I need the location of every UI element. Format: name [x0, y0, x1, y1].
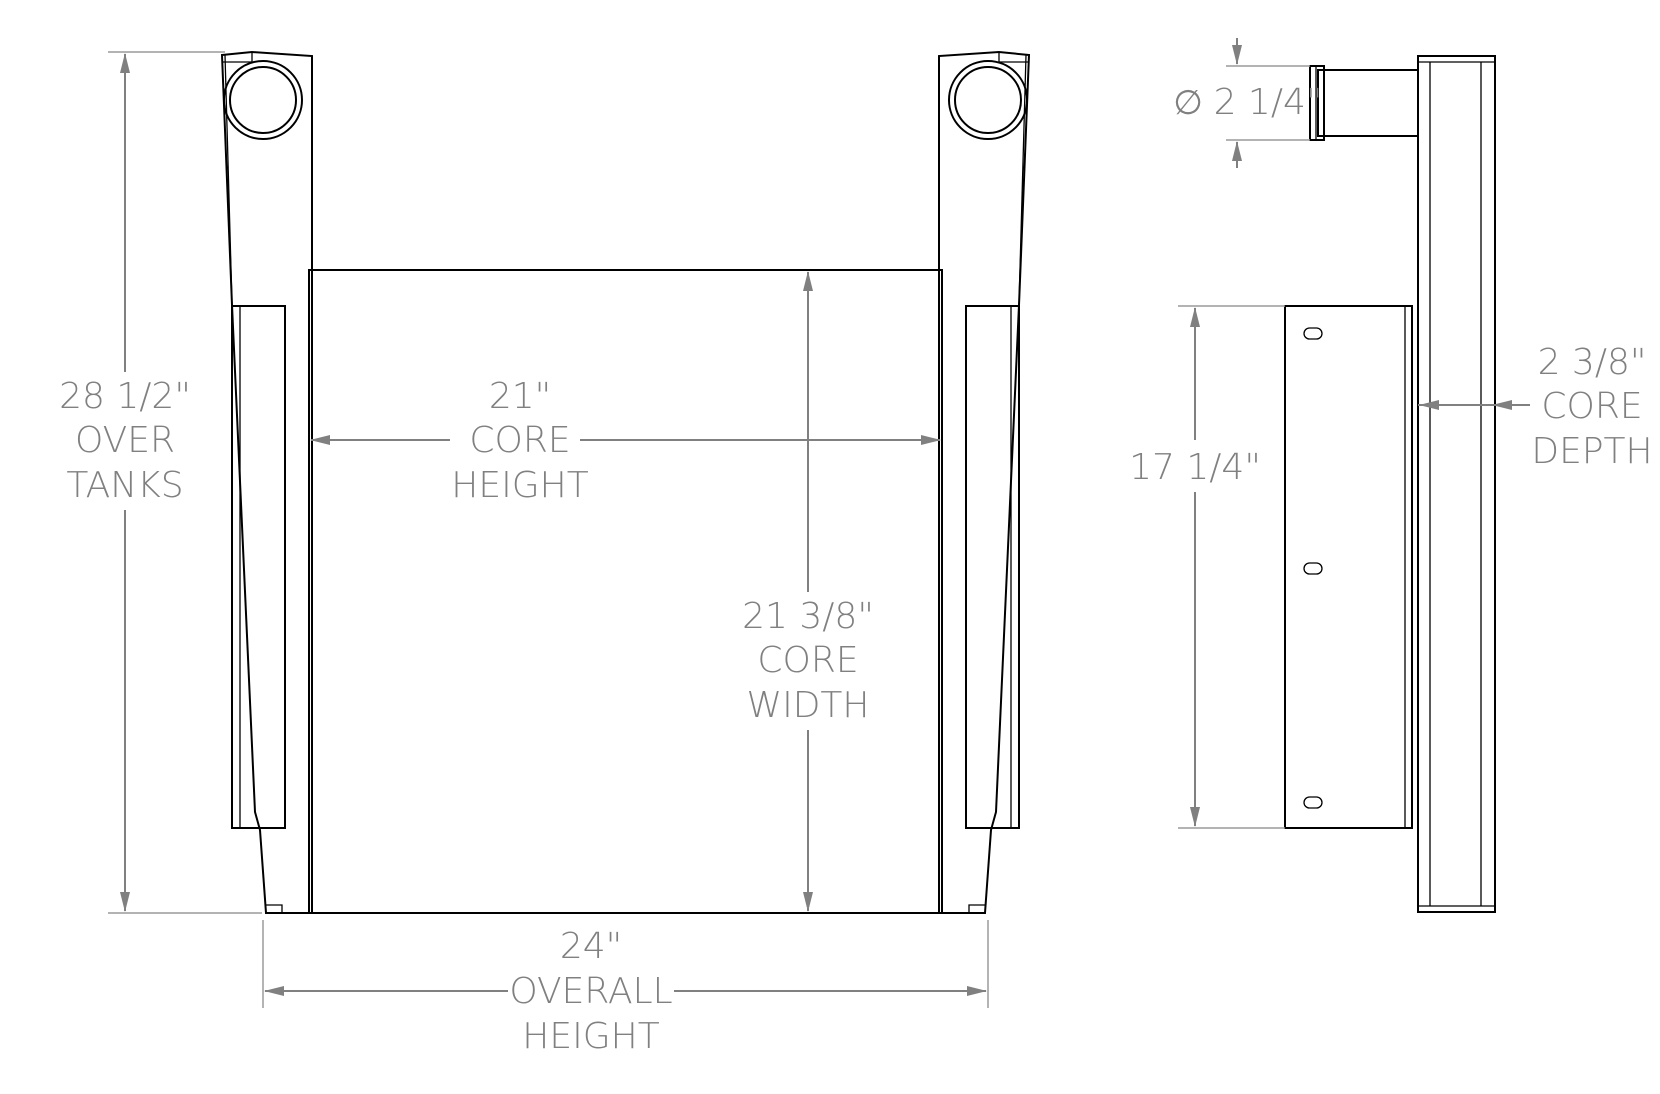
right-tank [938, 50, 1031, 914]
bracket-slot-top [1303, 327, 1323, 340]
pipe-diameter-symbol: ∅ [1173, 83, 1203, 123]
core-height-label-1: CORE [469, 420, 570, 461]
overall-height-value: 24" [560, 926, 622, 967]
core-depth-value: 2 3/8" [1538, 342, 1647, 383]
bracket-slot-bottom [1303, 796, 1323, 809]
core-width-label-2: WIDTH [747, 685, 870, 726]
bracket-height-value: 17 1/4" [1129, 447, 1261, 488]
left-inlet [223, 60, 303, 140]
left-tank [220, 50, 313, 914]
core-depth-label-1: CORE [1541, 386, 1642, 427]
over-tanks-label-1: OVER [75, 420, 175, 461]
core-width-value: 21 3/8" [742, 596, 874, 637]
side-mounting-bracket [1284, 305, 1413, 829]
core-height-value: 21" [489, 376, 551, 417]
side-view: ∅ 2 1/4" 17 1/4" 2 3/8" CORE DEPTH [1129, 38, 1653, 913]
overall-height-label-2: HEIGHT [522, 1016, 659, 1057]
core-height-label-2: HEIGHT [451, 465, 588, 506]
side-tank [1417, 55, 1496, 913]
core-width-label-1: CORE [757, 640, 858, 681]
core [308, 269, 943, 914]
right-side-bracket [965, 305, 1020, 829]
bracket-slot-middle [1303, 562, 1323, 575]
core-depth-label-2: DEPTH [1531, 431, 1652, 472]
over-tanks-label-2: TANKS [66, 465, 183, 506]
pipe-diameter-value: 2 1/4" [1214, 82, 1323, 123]
left-side-bracket [231, 305, 286, 829]
over-tanks-value: 28 1/2" [59, 376, 191, 417]
overall-height-label-1: OVERALL [509, 971, 672, 1012]
side-inlet-pipe [1317, 69, 1419, 137]
front-view: 28 1/2" OVER TANKS 21" CORE HEIGHT 21 3/… [55, 50, 1031, 1058]
right-inlet [948, 60, 1028, 140]
